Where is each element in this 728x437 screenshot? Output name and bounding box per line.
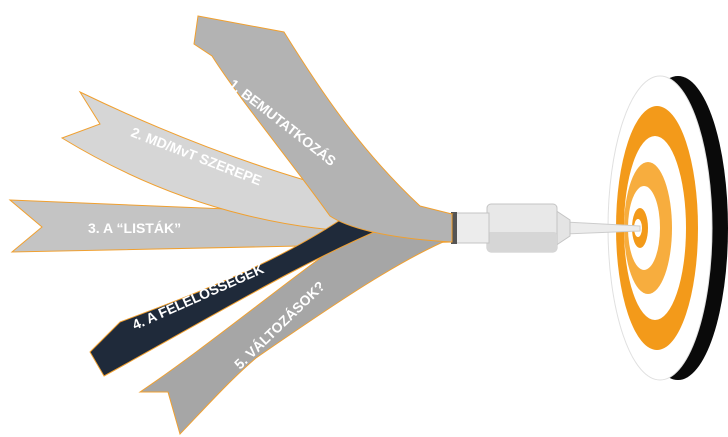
target-icon: [607, 75, 728, 381]
label-item-3: 3. A “LISTÁK”: [88, 220, 181, 236]
dart-barrel-shade: [487, 232, 557, 252]
dart-collar: [454, 212, 490, 244]
ribbon-1: [193, 15, 453, 243]
flight-ribbons: [8, 15, 454, 435]
dart-collar-band: [451, 212, 457, 244]
dart-shaft: [451, 203, 641, 253]
ribbon-5: [138, 229, 453, 435]
